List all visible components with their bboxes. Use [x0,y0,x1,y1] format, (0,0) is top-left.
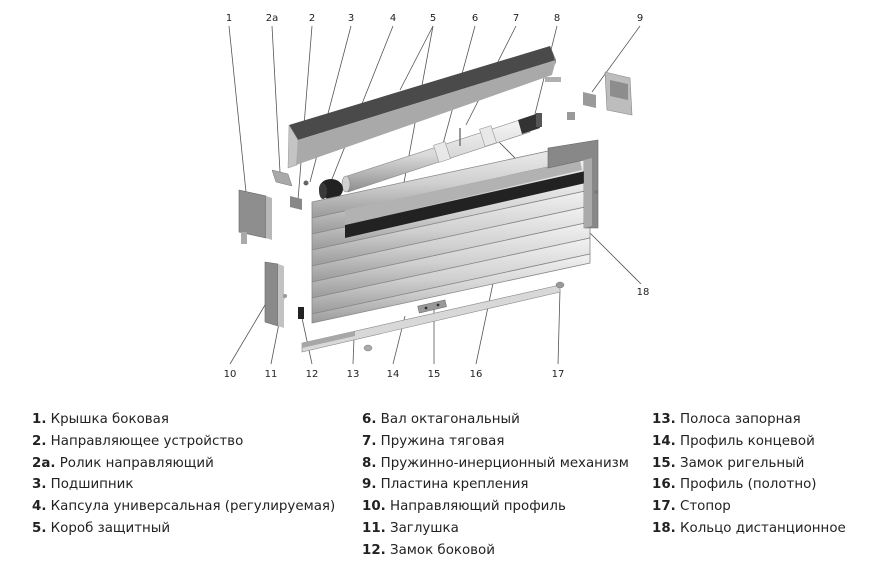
legend-text: Подшипник [50,477,134,493]
legend-item: 9. Пластина крепления [362,474,629,496]
legend-item: 14. Профиль концевой [652,431,846,453]
legend-item: 2. Направляющее устройство [32,431,335,453]
legend-text: Замок ригельный [680,455,805,471]
legend-text: Пружинно-инерционный механизм [380,455,629,471]
legend-number: 11. [362,520,386,536]
stopper [555,281,565,289]
callout-12: 12 [306,369,319,380]
legend-item: 17. Стопор [652,496,846,518]
stopper-small [363,344,373,352]
legend-text: Крышка боковая [50,412,169,427]
callout-7: 7 [513,13,519,24]
legend-number: 16. [652,477,676,493]
spring-inertia-mechanism [518,113,542,134]
legend-item: 3. Подшипник [32,474,335,496]
legend-number: 2а. [32,455,56,471]
legend-number: 15. [652,455,676,471]
legend-item: 18. Кольцо дистанционное [652,518,846,540]
legend-text: Профиль (полотно) [680,477,817,493]
legend-number: 4. [32,499,47,515]
universal-capsule [319,179,343,199]
legend-text: Направляющий профиль [390,499,566,515]
legend-item: 11. Заглушка [362,518,629,540]
legend-item: 6. Вал октагональный [362,409,629,431]
legend-number: 9. [362,477,377,493]
legend-number: 7. [362,433,377,449]
legend-text: Пружина тяговая [380,433,505,449]
legend-number: 17. [652,499,676,515]
exploded-view-diagram: 1 2а 2 3 4 5 6 7 8 9 10 11 12 13 14 15 1… [224,13,650,380]
legend-text: Стопор [680,499,731,515]
callout-16: 16 [470,369,483,380]
legend-item: 13. Полоса запорная [652,409,846,431]
callout-18: 18 [637,287,650,298]
callout-2: 2 [309,13,315,24]
callout-8: 8 [554,13,560,24]
legend-text: Короб защитный [50,520,171,536]
legend-text: Капсула универсальная (регулируемая) [50,499,336,515]
legend-number: 1. [32,412,47,427]
legend-text: Пластина крепления [380,477,529,493]
legend-column-1: 1. Крышка боковая 2. Направляющее устрой… [32,409,335,540]
legend-number: 13. [652,412,676,427]
legend-text: Замок боковой [390,542,495,558]
callout-1: 1 [226,13,232,24]
legend-number: 5. [32,520,47,536]
legend-item: 7. Пружина тяговая [362,431,629,453]
right-side-cover [547,139,599,229]
callout-4: 4 [390,13,396,24]
legend-text: Ролик направляющий [59,455,214,471]
callout-5: 5 [430,13,436,24]
guide-profile [264,261,287,328]
protective-box-cover [287,46,556,169]
legend-column-3: 13. Полоса запорная 14. Профиль концевой… [652,409,846,540]
legend-item: 2а. Ролик направляющий [32,453,335,475]
legend-item: 1. Крышка боковая [32,409,335,431]
callout-6: 6 [472,13,478,24]
legend-number: 12. [362,542,386,558]
callout-3: 3 [348,13,354,24]
legend-text: Вал октагональный [380,412,520,427]
callout-10: 10 [224,369,237,380]
legend-text: Полоса запорная [680,412,801,427]
legend-column-2: 6. Вал октагональный 7. Пружина тяговая … [362,409,629,562]
callout-9: 9 [637,13,643,24]
legend-item: 10. Направляющий профиль [362,496,629,518]
legend-item: 8. Пружинно-инерционный механизм [362,453,629,475]
legend-item: 12. Замок боковой [362,540,629,562]
callout-17: 17 [552,369,565,380]
legend-text: Профиль концевой [680,433,815,449]
side-cover [238,189,272,244]
legend-number: 6. [362,412,377,427]
end-profile [301,284,561,353]
bolt-lock [417,299,447,314]
mounting-plate [545,71,633,120]
legend-item: 4. Капсула универсальная (регулируемая) [32,496,335,518]
legend-item: 5. Короб защитный [32,518,335,540]
callout-labels: 1 2а 2 3 4 5 6 7 8 9 10 11 12 13 14 15 1… [224,13,650,380]
octagonal-shaft [341,117,531,193]
callout-13: 13 [347,369,360,380]
legend-number: 18. [652,520,676,536]
legend-number: 10. [362,499,386,515]
legend-text: Заглушка [390,520,459,536]
legend-text: Кольцо дистанционное [680,520,846,536]
side-lock [298,307,304,319]
legend-item: 16. Профиль (полотно) [652,474,846,496]
guide-device [271,169,309,210]
protective-box-front [345,160,590,238]
callout-11: 11 [265,369,278,380]
legend-number: 8. [362,455,377,471]
callout-15: 15 [428,369,441,380]
callout-2a: 2а [266,13,279,24]
legend-number: 14. [652,433,676,449]
legend-number: 3. [32,477,47,493]
legend-text: Направляющее устройство [50,433,244,449]
legend-item: 15. Замок ригельный [652,453,846,475]
legend-number: 2. [32,433,47,449]
callout-14: 14 [387,369,400,380]
